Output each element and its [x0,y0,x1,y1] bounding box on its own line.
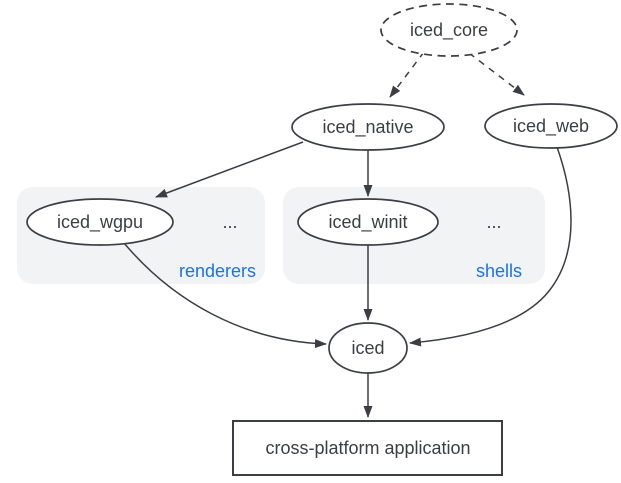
node-label-iced-web: iced_web [513,116,589,137]
node-iced-wgpu [26,198,174,246]
shells-ellipsis: ... [486,212,501,232]
edge-iced_core-iced_native [389,51,425,98]
edge-iced_wgpu-iced [123,242,327,349]
edge-iced_native-iced_wgpu [155,141,304,198]
edge-iced_core-iced_web [468,52,525,96]
node-iced [328,322,408,374]
node-label-application: cross-platform application [265,438,470,458]
node-iced-winit [297,198,439,246]
node-label-iced-winit: iced_winit [328,212,407,233]
node-label-iced-native: iced_native [322,117,413,138]
node-label-iced-core: iced_core [410,20,488,41]
node-label-iced-wgpu: iced_wgpu [57,212,143,233]
node-iced-native [291,103,445,151]
group-label-shells: shells [476,261,522,281]
renderers-ellipsis: ... [222,212,237,232]
edge-iced_web-iced [409,146,572,347]
node-iced-core [380,3,518,57]
node-label-iced: iced [351,338,384,358]
node-iced-web [484,103,618,149]
group-label-renderers: renderers [179,261,256,281]
node-application [232,420,503,476]
